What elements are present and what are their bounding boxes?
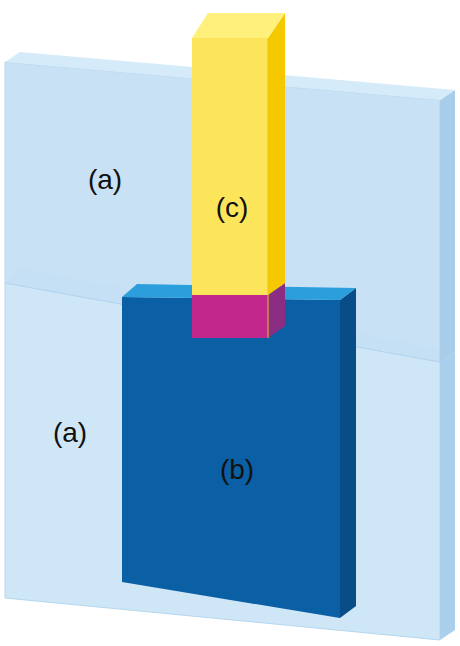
pillar-c — [192, 13, 285, 338]
part-label: (b) — [220, 456, 254, 484]
part-label: (a) — [88, 166, 122, 194]
part-label: (a) — [53, 419, 87, 447]
part-label: (c) — [216, 194, 249, 222]
block-b — [122, 284, 356, 618]
